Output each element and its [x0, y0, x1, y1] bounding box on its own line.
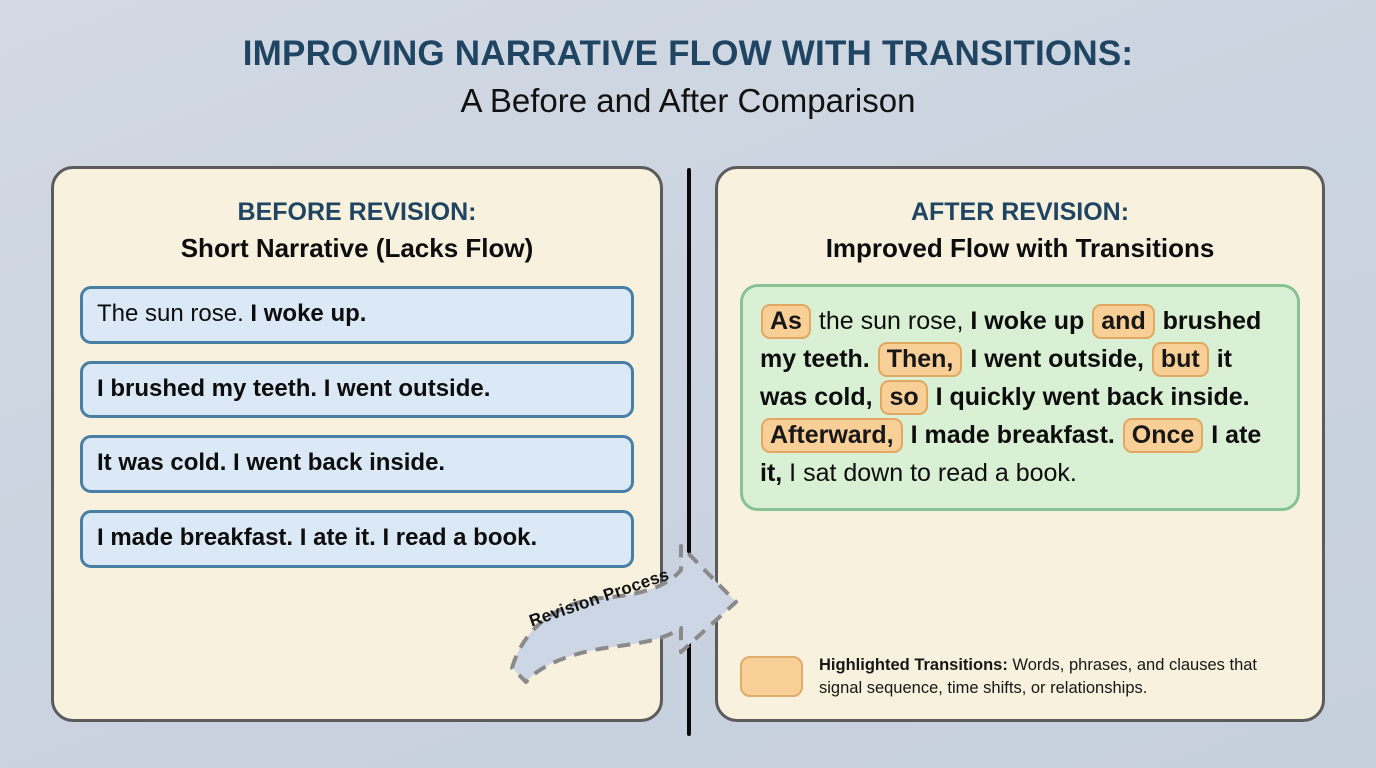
- legend: Highlighted Transitions: Words, phrases,…: [740, 654, 1302, 699]
- transition-highlight: Once: [1122, 418, 1204, 453]
- legend-text: Highlighted Transitions: Words, phrases,…: [819, 654, 1302, 699]
- after-heading-sub: Improved Flow with Transitions: [825, 232, 1215, 263]
- sentence-chip-bold-text: I brushed my teeth. I went outside.: [97, 374, 491, 402]
- narrative-text: it was cold,: [760, 345, 1232, 411]
- before-heading-sub: Short Narrative (Lacks Flow): [180, 232, 534, 263]
- transition-highlight: Then,: [877, 342, 963, 377]
- page-subtitle: A Before and After Comparison: [460, 82, 916, 120]
- transition-highlight: Afterward,: [761, 418, 903, 453]
- narrative-text: I ate it,: [760, 421, 1262, 487]
- sentence-chip-bold-text: I woke up.: [250, 300, 367, 327]
- header: IMPROVING NARRATIVE FLOW WITH TRANSITION…: [0, 34, 1376, 121]
- panel-divider: [687, 168, 691, 736]
- after-revision-panel: AFTER REVISION: Improved Flow with Trans…: [715, 166, 1325, 722]
- before-revision-panel: BEFORE REVISION: Short Narrative (Lacks …: [51, 166, 663, 722]
- after-heading-top: AFTER REVISION:: [910, 198, 1130, 226]
- legend-swatch-icon: [740, 656, 803, 698]
- sentence-chip: The sun rose. I woke up.: [80, 286, 634, 344]
- narrative-text: I went outside,: [963, 345, 1151, 373]
- narrative-text: I made breakfast.: [903, 421, 1122, 449]
- narrative-text: brushed my teeth.: [760, 307, 1262, 373]
- transition-highlight: As: [761, 304, 811, 339]
- sentence-chip-bold-text: It was cold. I went back inside.: [97, 449, 446, 477]
- before-sentence-list: The sun rose. I woke up. I brushed my tee…: [80, 286, 634, 568]
- sentence-chip: I made breakfast. I ate it. I read a boo…: [80, 510, 634, 568]
- legend-description: Words, phrases, and clauses that signal …: [819, 656, 1258, 697]
- narrative-text: I sat down to read a book.: [789, 459, 1077, 487]
- after-panel-heading: AFTER REVISION: Improved Flow with Trans…: [718, 169, 1322, 264]
- transition-highlight: and: [1092, 304, 1155, 339]
- legend-label: Highlighted Transitions:: [819, 656, 1008, 675]
- before-panel-heading: BEFORE REVISION: Short Narrative (Lacks …: [54, 169, 660, 264]
- revised-narrative: As the sun rose, I woke up and brushed m…: [740, 284, 1300, 511]
- sentence-chip-bold-text: I made breakfast. I ate it. I read a boo…: [97, 524, 538, 552]
- sentence-chip-light-text: The sun rose.: [97, 300, 251, 327]
- sentence-chip: I brushed my teeth. I went outside.: [80, 360, 634, 419]
- transition-highlight: but: [1151, 342, 1209, 377]
- narrative-text: I quickly went back inside.: [928, 383, 1250, 411]
- transition-highlight: so: [880, 380, 928, 415]
- narrative-text: the sun rose,: [811, 307, 971, 335]
- page-title: IMPROVING NARRATIVE FLOW WITH TRANSITION…: [242, 34, 1134, 73]
- sentence-chip: It was cold. I went back inside.: [80, 435, 634, 494]
- narrative-text: I woke up: [970, 307, 1092, 335]
- before-heading-top: BEFORE REVISION:: [237, 198, 477, 226]
